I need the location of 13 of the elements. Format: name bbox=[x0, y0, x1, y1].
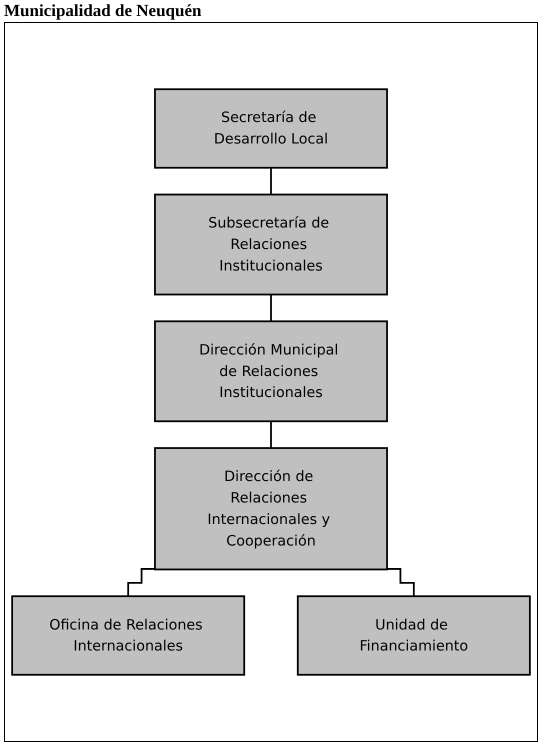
connector bbox=[270, 166, 272, 196]
node-box bbox=[154, 194, 388, 296]
node-box bbox=[154, 88, 388, 169]
diagram-title: Municipalidad de Neuquén bbox=[4, 0, 202, 22]
node-box bbox=[154, 447, 388, 570]
connector bbox=[127, 568, 155, 598]
connector bbox=[270, 294, 272, 322]
connector bbox=[270, 420, 272, 449]
connector bbox=[387, 568, 415, 598]
frame-border: Secretaría de Desarrollo Local Subsecretaría de Relaciones Institucionales Dirección Municipal de Relaciones Institucionales Dirección de Relaciones Internacionales y Cooperación Oficina de Relaciones Internacionales Unidad de Financiamiento bbox=[4, 22, 538, 742]
node-box bbox=[154, 320, 388, 422]
node-box bbox=[296, 595, 531, 676]
node-box bbox=[11, 595, 246, 676]
